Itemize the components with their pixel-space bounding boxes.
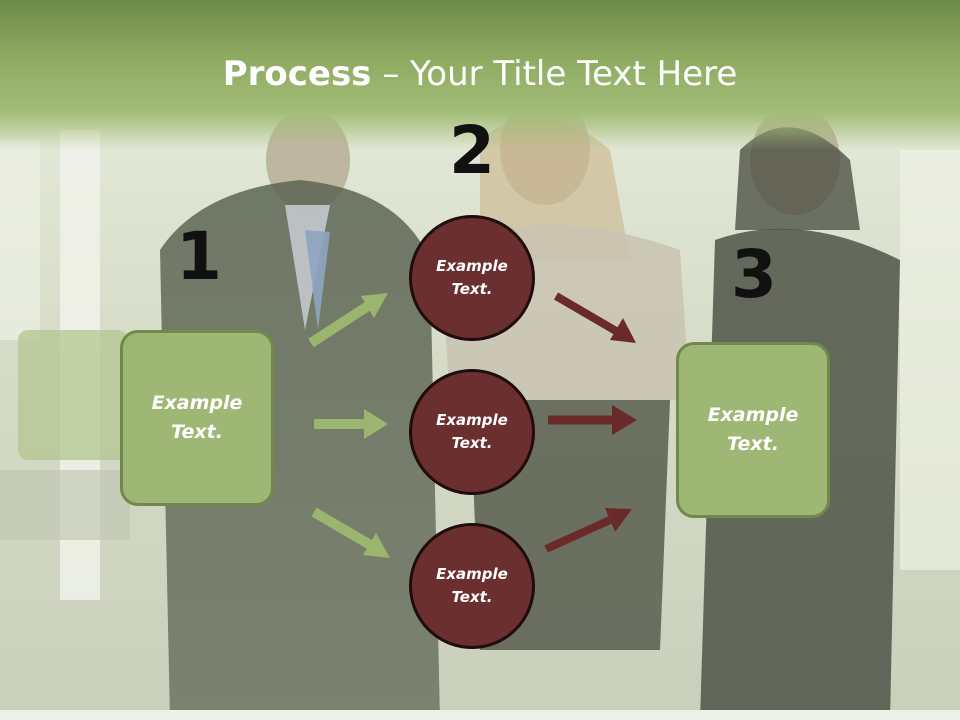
process-box-right-label: Example Text. [707,404,799,455]
process-box-left-label: Example Text. [151,392,243,443]
title-bold: Process [222,54,372,94]
title-rest: – Your Title Text Here [371,54,738,94]
arrow-left-to-top [308,293,388,348]
slide-title: Process – Your Title Text Here [0,52,960,96]
arrow-top-to-right [553,292,636,343]
process-circle-bottom: Example Text. [409,523,535,649]
process-circle-bottom-label: Example Text. [436,565,508,606]
arrow-middle-to-right [548,405,637,435]
process-circle-middle-label: Example Text. [436,411,508,452]
step-number-3: 3 [731,236,777,313]
arrow-left-to-bottom [311,507,390,558]
arrow-bottom-to-right [544,508,632,553]
step-number-1: 1 [176,218,222,295]
process-box-left: Example Text. [120,330,274,506]
process-circle-top: Example Text. [409,215,535,341]
process-circle-top-label: Example Text. [436,257,508,298]
process-circle-middle: Example Text. [409,369,535,495]
step-number-2: 2 [449,112,495,189]
arrow-left-to-middle [314,409,388,439]
process-box-right: Example Text. [676,342,830,518]
header-band [0,0,960,150]
